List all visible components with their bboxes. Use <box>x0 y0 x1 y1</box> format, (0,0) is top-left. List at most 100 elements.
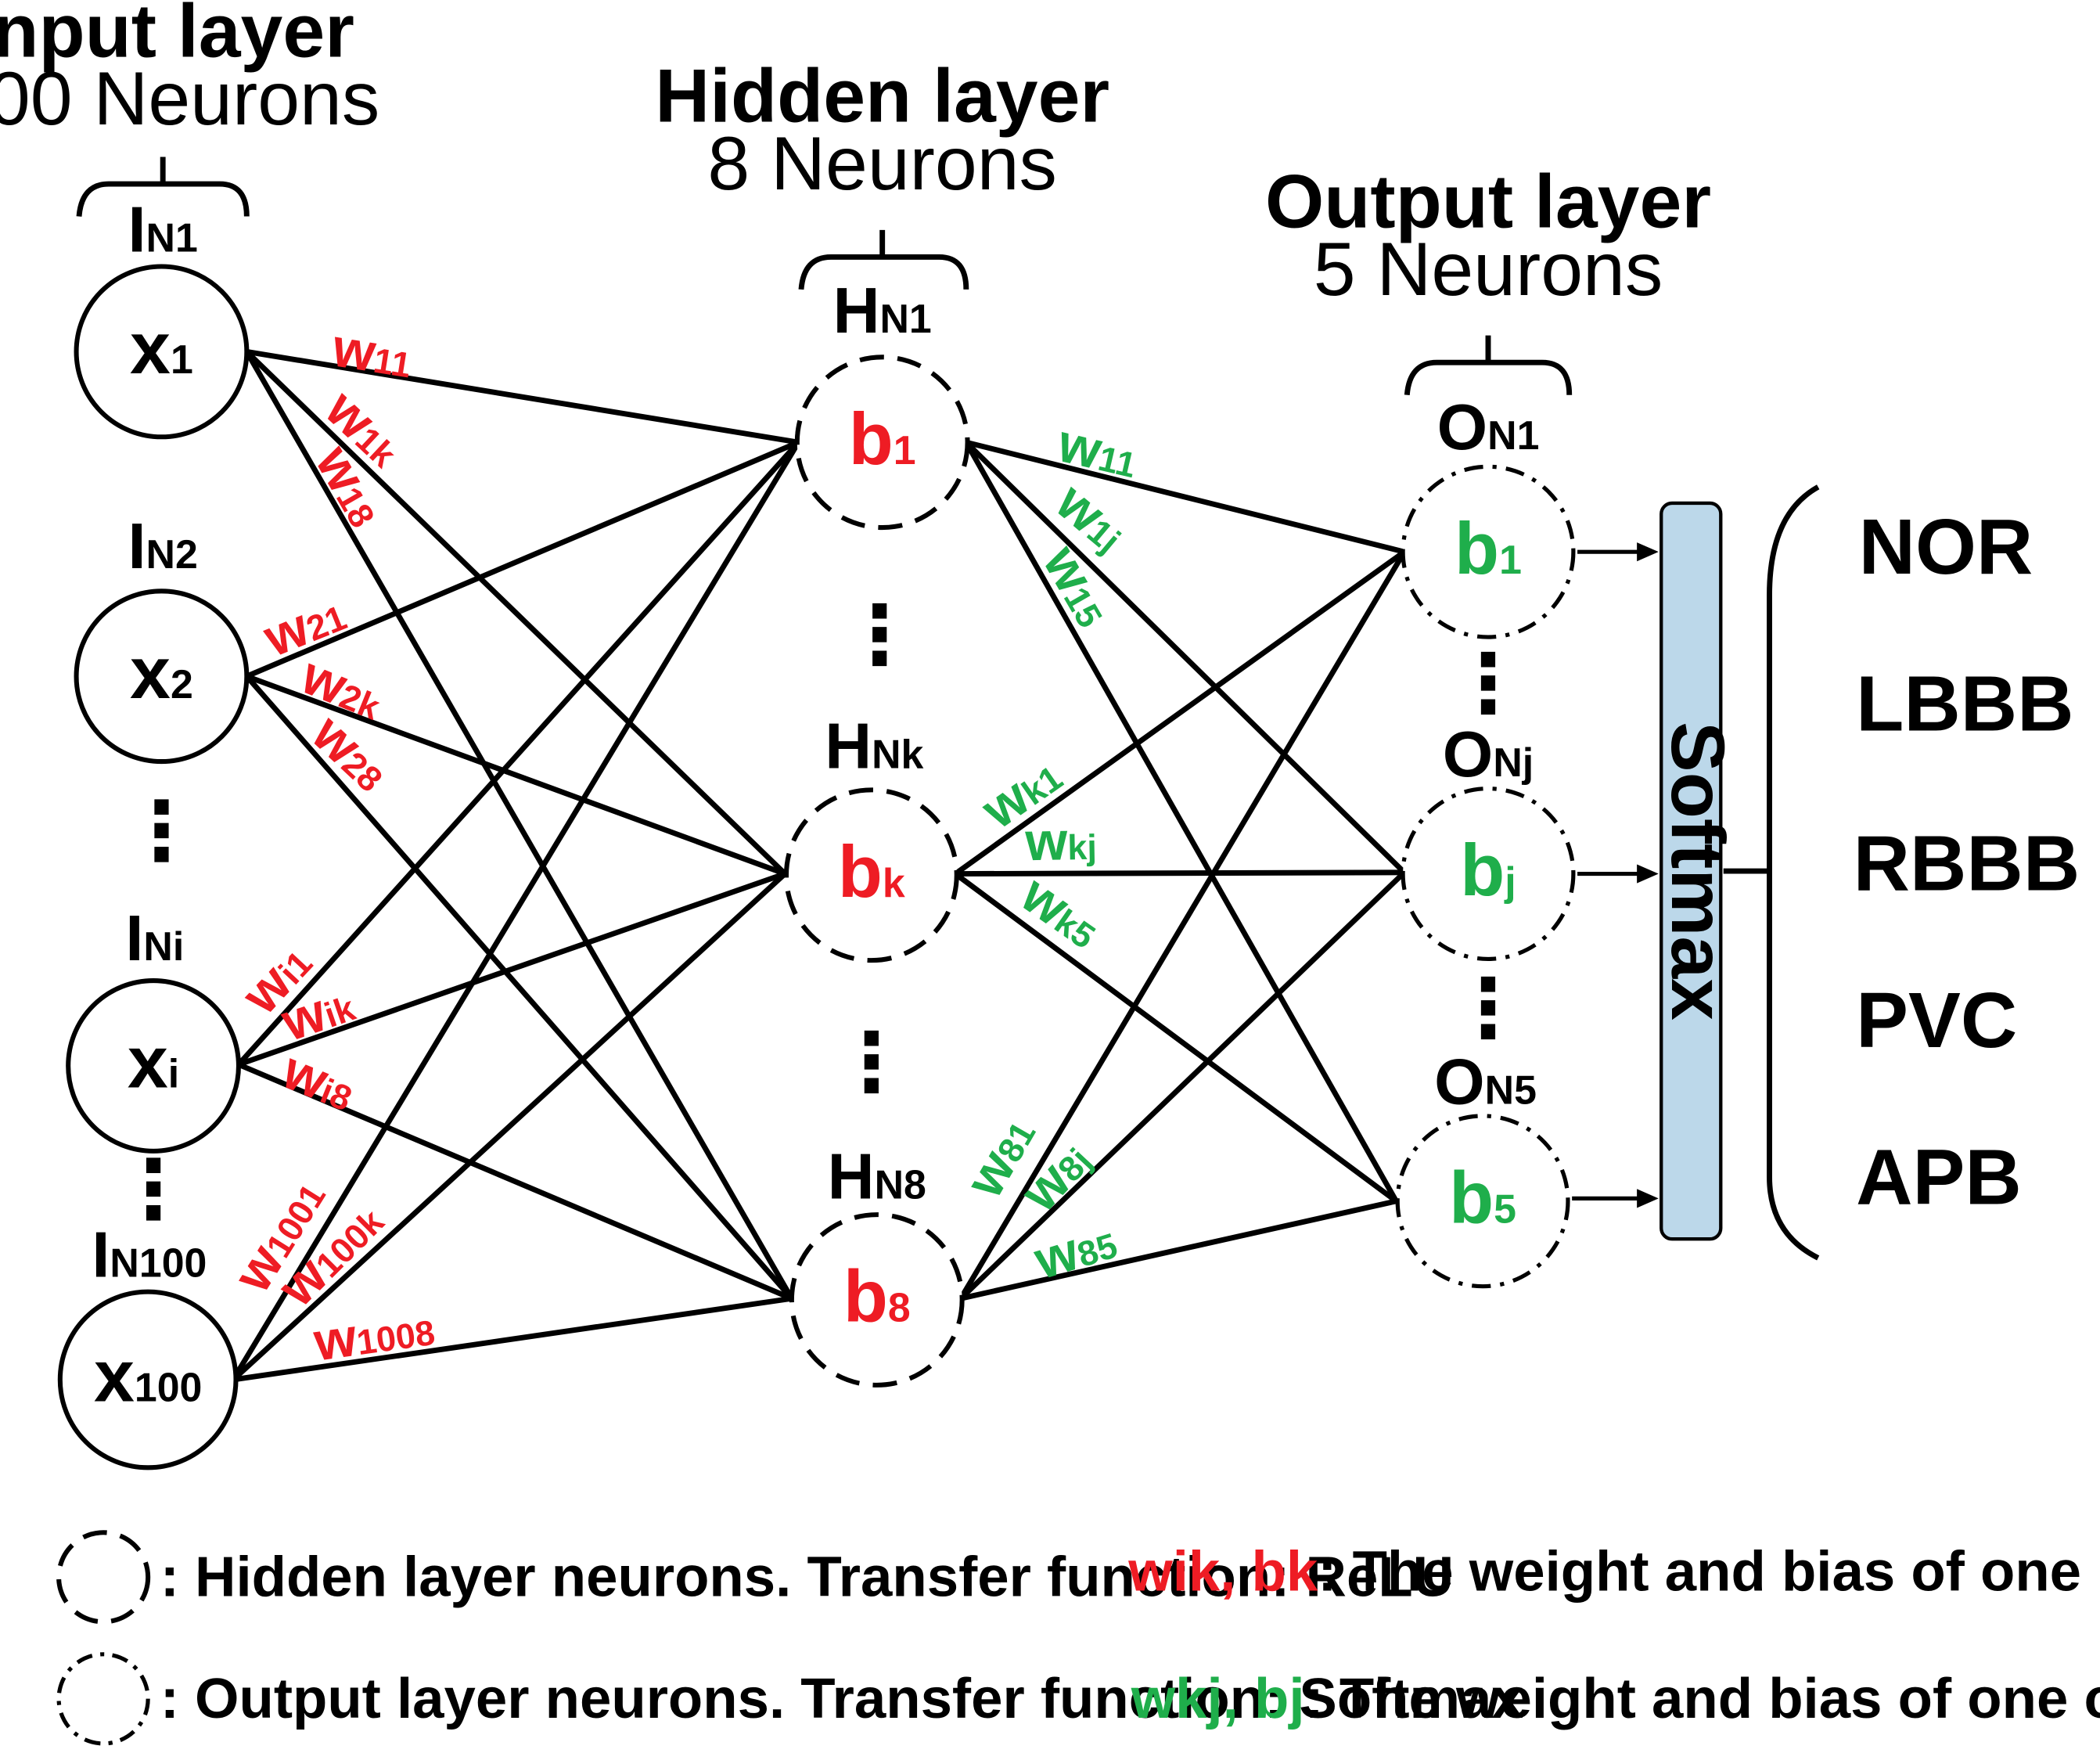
legend-output-desc: : Output layer neurons. Transfer functio… <box>160 1667 1523 1730</box>
legend-hidden-params: wik, bk: The weight and bias of one hidd… <box>1127 1540 2100 1604</box>
connection-line <box>958 550 1407 1301</box>
legend-output-params: wkj, bj: The weight and bias of one outp… <box>1131 1667 2100 1730</box>
node-label-sub: N8 <box>875 1161 926 1207</box>
node-value-sub: 5 <box>1494 1186 1516 1231</box>
node-value-sub: 8 <box>888 1285 911 1330</box>
connection-line <box>244 674 794 1301</box>
node-label-sub: N100 <box>110 1240 207 1286</box>
svg-text:b8: b8 <box>843 1256 911 1337</box>
output-ellipsis: ⋮ <box>1447 638 1529 729</box>
input-layer-title: Input layer <box>0 0 354 74</box>
hidden-neuron-k: HNk bk <box>783 710 959 963</box>
connection-line <box>236 440 801 1067</box>
node-value: x <box>130 632 171 714</box>
node-value-sub: k <box>883 860 905 905</box>
node-label: H <box>828 1139 875 1212</box>
svg-text:ON5: ON5 <box>1434 1045 1537 1118</box>
connection-line <box>246 673 786 876</box>
node-value-sub: 2 <box>171 661 193 707</box>
output-layer-brace <box>1404 335 1573 396</box>
connection-line <box>953 871 1398 1204</box>
node-label-sub: Nk <box>872 732 923 777</box>
connection-line <box>964 440 1407 875</box>
hidden-neuron-8: HN8 b8 <box>789 1139 965 1388</box>
output-neuron-5: ON5 b5 <box>1395 1045 1570 1289</box>
weight-label: wk5 <box>1010 862 1113 959</box>
connection-line <box>231 871 787 1382</box>
legend-hidden-desc: : Hidden layer neurons. Transfer functio… <box>160 1546 1454 1609</box>
legend-hidden-symbol <box>56 1530 151 1625</box>
svg-text:INi: INi <box>125 902 184 974</box>
node-value-sub: 1 <box>894 427 916 473</box>
node-label: I <box>128 193 146 265</box>
svg-text:HNk: HNk <box>825 710 923 783</box>
svg-text:xi: xi <box>128 1022 179 1103</box>
connection-line <box>953 549 1406 876</box>
hidden-ellipsis: ⋮ <box>839 589 920 680</box>
connection-line <box>237 1062 793 1301</box>
node-label-sub: N1 <box>1487 412 1539 458</box>
output-neuron-j: ONj bj <box>1401 718 1576 962</box>
connection-line <box>246 348 800 445</box>
input-neuron-circle <box>74 264 250 440</box>
output-weight-labels: w11 w1j w15 wk1 wkj wk5 w81 w8j w85 <box>953 412 1140 1291</box>
node-value: b <box>843 1256 888 1337</box>
hidden-layer-brace <box>798 229 969 290</box>
softmax-arrows <box>1572 542 1659 1208</box>
svg-text:ONj: ONj <box>1443 718 1534 790</box>
node-value-sub: 1 <box>171 337 193 382</box>
node-value: b <box>1449 1157 1494 1238</box>
legend-hidden-params-symbols: wik, bk <box>1127 1540 1318 1604</box>
node-value-sub: j <box>1504 859 1516 904</box>
svg-text:b1: b1 <box>1455 508 1522 589</box>
connection-line <box>244 350 794 1300</box>
hidden-layer-count: 8 Neurons <box>707 121 1057 206</box>
classes-bracket <box>1767 484 1820 1261</box>
svg-text:b1: b1 <box>849 398 916 480</box>
input-ellipsis: ⋮ <box>113 1144 194 1235</box>
input-weight-labels: w11 w1k w18 w21 w2k w28 wi1 wik wi8 w100… <box>221 316 437 1372</box>
svg-text:IN1: IN1 <box>128 193 198 265</box>
legend-hidden-params-desc: : The weight and bias of one hidden laye… <box>1318 1540 2100 1604</box>
node-value-sub: i <box>168 1051 179 1096</box>
class-label: PVC <box>1856 977 2017 1064</box>
input-neuron-2: IN2 x2 <box>74 509 250 765</box>
legend: : Hidden layer neurons. Transfer functio… <box>56 1530 2100 1746</box>
legend-output-params-desc: : The weight and bias of one output laye… <box>1305 1667 2100 1730</box>
class-label: RBBB <box>1854 819 2080 907</box>
node-label-sub: N2 <box>146 531 198 577</box>
node-label: I <box>128 509 146 582</box>
weight-label: w28 <box>300 702 402 802</box>
node-label: O <box>1434 1045 1485 1118</box>
output-neuron-circle <box>1401 464 1576 639</box>
output-neuron-circle <box>1395 1114 1570 1289</box>
input-neuron-circle <box>57 1289 239 1470</box>
arrow-head <box>1637 1189 1659 1208</box>
hidden-ellipsis: ⋮ <box>831 1017 912 1107</box>
legend-output-params-symbols: wkj, bj <box>1131 1667 1305 1730</box>
node-label-sub: N5 <box>1485 1067 1537 1112</box>
output-layer-count: 5 Neurons <box>1314 226 1663 311</box>
node-value-sub: 100 <box>135 1365 202 1410</box>
svg-text:IN100: IN100 <box>92 1218 207 1291</box>
node-value-sub: 1 <box>1499 537 1522 582</box>
svg-text:HN8: HN8 <box>828 1139 926 1212</box>
weight-label: w11 <box>328 316 416 389</box>
svg-text:bk: bk <box>838 831 905 912</box>
input-neuron-1: IN1 x1 <box>74 193 250 440</box>
node-label: O <box>1437 391 1488 463</box>
node-value: b <box>1460 830 1505 911</box>
connection-line <box>237 871 786 1067</box>
class-label: LBBB <box>1856 660 2073 747</box>
node-label: O <box>1443 718 1494 790</box>
svg-text:IN2: IN2 <box>128 509 198 582</box>
output-layer-title: Output layer <box>1265 158 1711 243</box>
connection-line <box>245 440 800 679</box>
svg-text:ON1: ON1 <box>1437 391 1540 463</box>
input-neuron-100: IN100 x100 <box>57 1218 239 1470</box>
connection-line <box>963 441 1399 1203</box>
node-value: b <box>849 398 894 480</box>
node-value: x <box>130 308 171 389</box>
svg-text:HN1: HN1 <box>833 274 932 347</box>
input-hidden-connections <box>231 348 801 1383</box>
